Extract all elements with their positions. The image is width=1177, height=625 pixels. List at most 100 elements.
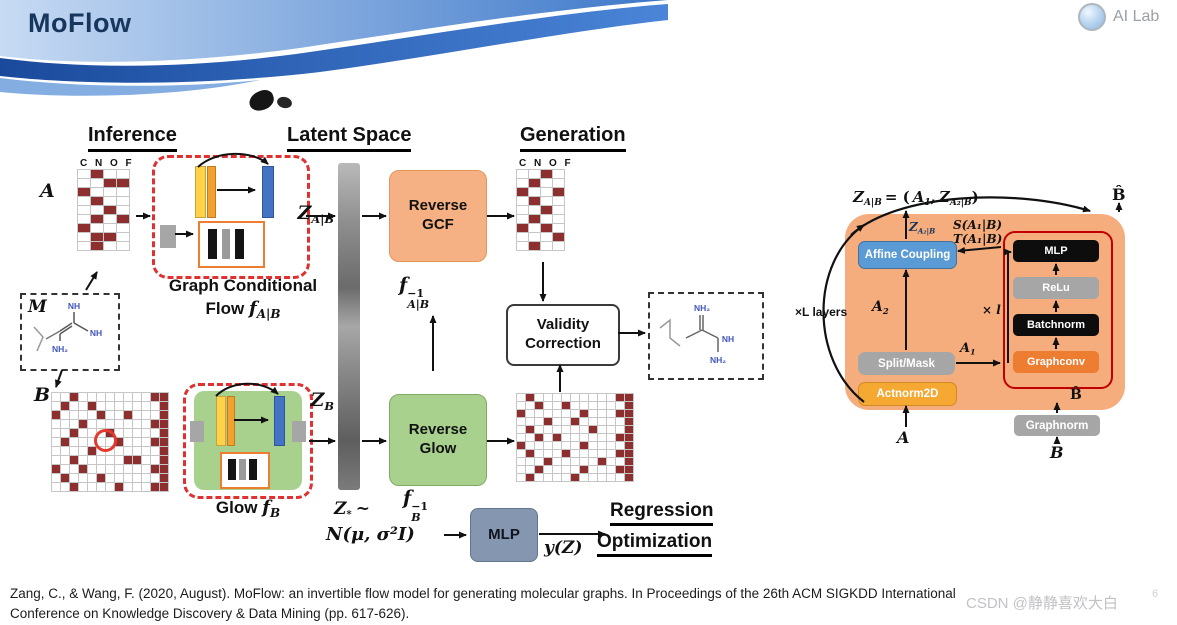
- validity-line1: Validity: [536, 316, 590, 334]
- heading-inference: Inference: [88, 124, 177, 152]
- eq-close: ): [971, 188, 979, 206]
- coupling-net-box: [220, 452, 270, 489]
- scale-function-label: S(A₁|B): [953, 218, 1003, 232]
- matrix-row: [51, 482, 169, 492]
- ai-lab-logo: AI Lab: [1078, 3, 1159, 31]
- generated-bond-matrix: [516, 393, 634, 482]
- matrix-row: [77, 241, 130, 251]
- a1-label: A1: [960, 341, 976, 357]
- f-subscript: B: [411, 511, 421, 525]
- generated-molecule-box: NH₂ NH NH₂: [648, 292, 764, 380]
- atom-matrix-a: [77, 169, 130, 251]
- matrix-cell: [90, 241, 104, 251]
- tilde-symbol: ~: [355, 499, 370, 519]
- input-b-label: B: [1050, 443, 1064, 462]
- reverse-glow-line2: Glow: [419, 440, 457, 457]
- heading-generation: Generation: [520, 124, 626, 152]
- molecule-m-image: NH NH NH₂: [33, 301, 102, 354]
- molecule-m-label: M: [28, 297, 47, 317]
- atom-type-header: C N O F: [519, 158, 573, 169]
- z-subscript: A₂|B: [917, 226, 936, 236]
- molecule-label: NH: [68, 301, 80, 311]
- flow-word: Flow: [205, 299, 249, 318]
- matrix-row: [516, 425, 634, 434]
- gcf-caption-line2: Flow fA|B: [148, 298, 338, 321]
- matrix-a-label: A: [40, 180, 55, 202]
- reverse-gcf-line2: GCF: [422, 216, 454, 233]
- graphnorm-box: Graphnorm: [1014, 415, 1100, 436]
- matrix-row: [51, 455, 169, 465]
- a2-label: A2: [872, 299, 889, 316]
- matrix-cell: [116, 241, 130, 251]
- matrix-row: [516, 473, 634, 482]
- reverse-glow-line1: Reverse: [408, 421, 468, 439]
- validity-correction-box: Validity Correction: [506, 304, 620, 366]
- input-block-gray: [160, 225, 176, 248]
- input-molecule-box: M NH NH NH₂: [20, 293, 120, 371]
- matrix-row: [77, 196, 130, 206]
- molecule-label: NH₂: [694, 303, 710, 313]
- graph-conditional-flow-box: [152, 155, 310, 279]
- arrow-m-to-a: [85, 271, 98, 291]
- arch-mlp-box: MLP: [1013, 240, 1099, 262]
- arch-equation: ZA|B= (A1,ZA₂|B): [853, 188, 979, 208]
- bond-matrix-b: [51, 392, 169, 492]
- graphconv-box: Graphconv: [1013, 351, 1099, 373]
- reverse-gcf-line1: Reverse: [408, 197, 468, 215]
- matrix-cell: [624, 473, 634, 482]
- f-symbol: f: [399, 274, 408, 296]
- z-b-label: ZB: [296, 389, 334, 413]
- eq-z: Z: [853, 188, 864, 206]
- translate-function-label: T(A₁|B): [953, 232, 1003, 246]
- input-a-label: A: [897, 428, 910, 447]
- optimization-label: Optimization: [597, 531, 713, 557]
- times-L-layers-label: ×L layers: [795, 305, 848, 319]
- b-hat-output-label: B̂: [1112, 185, 1126, 204]
- z-a2b-label: ZA₂|B: [909, 220, 935, 236]
- mlp-box: MLP: [470, 508, 538, 562]
- f-subscript: A|B: [256, 307, 281, 322]
- mlp-label: MLP: [488, 525, 520, 543]
- z-subscript: A|B: [311, 211, 334, 226]
- net-bar-black: [228, 459, 236, 480]
- batchnorm-box: Batchnorm: [1013, 314, 1099, 336]
- f-subscript: B: [269, 506, 281, 521]
- a-symbol: A: [872, 299, 883, 315]
- net-bar-black: [235, 229, 244, 259]
- b-hat-inner-label: B̂: [1070, 387, 1082, 403]
- coupling-bar-yellow: [216, 396, 226, 446]
- globe-icon: [1078, 3, 1106, 31]
- actnorm2d-box: Actnorm2D: [858, 382, 957, 406]
- normal-distribution-label: N(μ, σ²I): [326, 524, 415, 545]
- glow-word: Glow: [215, 498, 263, 517]
- a-subscript: 1: [970, 347, 976, 357]
- affine-coupling-box: Affine Coupling: [858, 241, 957, 269]
- molecule-label: NH: [90, 328, 102, 338]
- f-symbol: f: [262, 497, 270, 518]
- times-l-label: × l: [982, 303, 1001, 317]
- net-bar-black: [208, 229, 217, 259]
- reverse-glow-box: Reverse Glow: [389, 394, 487, 486]
- output-block-gray: [292, 421, 306, 442]
- matrix-row: [516, 441, 634, 450]
- citation-line2: Conference on Knowledge Discovery & Data…: [10, 606, 410, 621]
- eq-comma: ,: [930, 188, 936, 206]
- f-symbol: f: [403, 487, 412, 509]
- generated-atom-matrix: [516, 169, 565, 251]
- eq-z2-sub: A₂|B: [949, 198, 972, 209]
- eq-equals: = (: [884, 188, 910, 206]
- matrix-row: [516, 409, 634, 418]
- matrix-highlight-circle: [94, 429, 117, 452]
- coupling-bar-blue: [274, 396, 285, 446]
- coupling-net-box: [198, 221, 265, 268]
- coupling-bar-orange: [227, 396, 235, 446]
- z-symbol: Z: [310, 389, 325, 411]
- a-subscript: 2: [882, 305, 889, 316]
- z-subscript: B: [324, 398, 334, 413]
- eq-a: A: [912, 188, 925, 206]
- reverse-gcf-box: Reverse GCF: [389, 170, 487, 262]
- heading-latent-space: Latent Space: [287, 124, 412, 152]
- relu-box: ReLu: [1013, 277, 1099, 299]
